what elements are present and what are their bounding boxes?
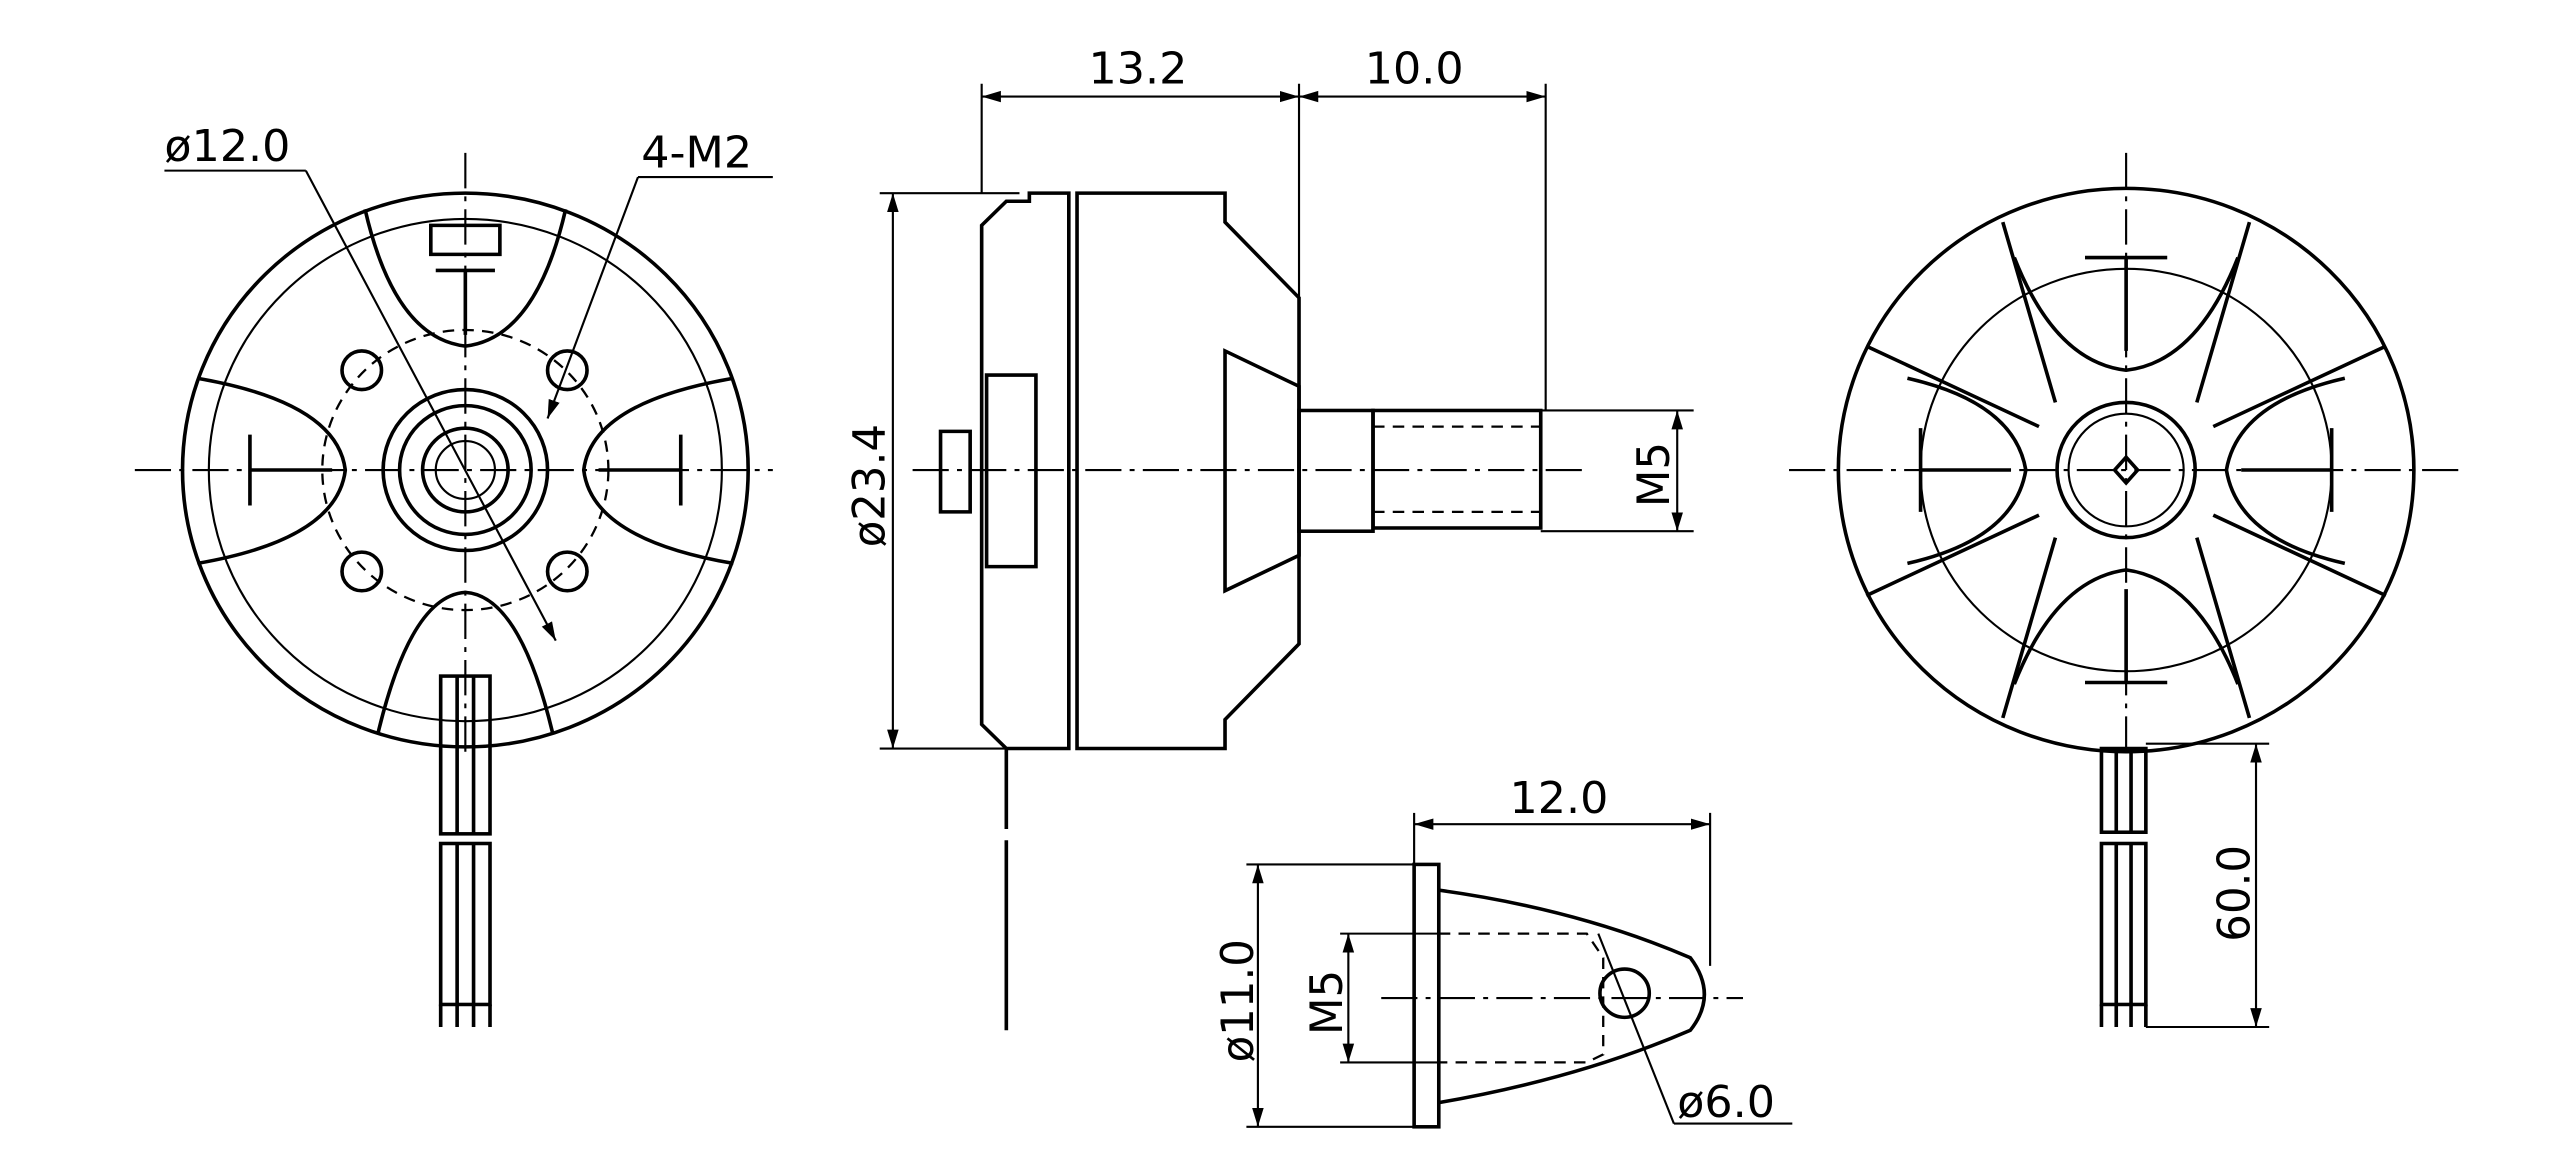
shaft-length-label: 10.0	[1365, 44, 1464, 94]
top-lead-wires	[2099, 746, 2148, 1028]
bottom-view: ø12.0 4-M2	[134, 121, 773, 1028]
shaft-thread-label: M5	[1629, 442, 1681, 507]
hub-diameter-label: ø12.0	[164, 121, 290, 171]
mount-holes	[340, 349, 589, 593]
stator-teeth	[1865, 221, 2387, 719]
prop-nut-view: 12.0 ø11.0 M5 ø6.0	[1213, 773, 1793, 1129]
side-view: 13.2 10.0 ø23.4 M5	[844, 44, 1694, 1031]
stator-slots	[197, 208, 734, 733]
mount-holes-label: 4-M2	[641, 128, 752, 178]
lead-wires	[438, 674, 492, 1028]
lead-length-label: 60.0	[2209, 845, 2261, 942]
body-diameter-label: ø23.4	[844, 424, 896, 547]
nut-hole-label: ø6.0	[1677, 1078, 1775, 1128]
stator-length-label: 13.2	[1089, 44, 1188, 94]
top-view: 60.0	[1789, 152, 2467, 1029]
nut-thread-label: M5	[1301, 970, 1353, 1035]
nut-diameter-label: ø11.0	[1213, 939, 1265, 1062]
nut-length-label: 12.0	[1509, 773, 1608, 823]
